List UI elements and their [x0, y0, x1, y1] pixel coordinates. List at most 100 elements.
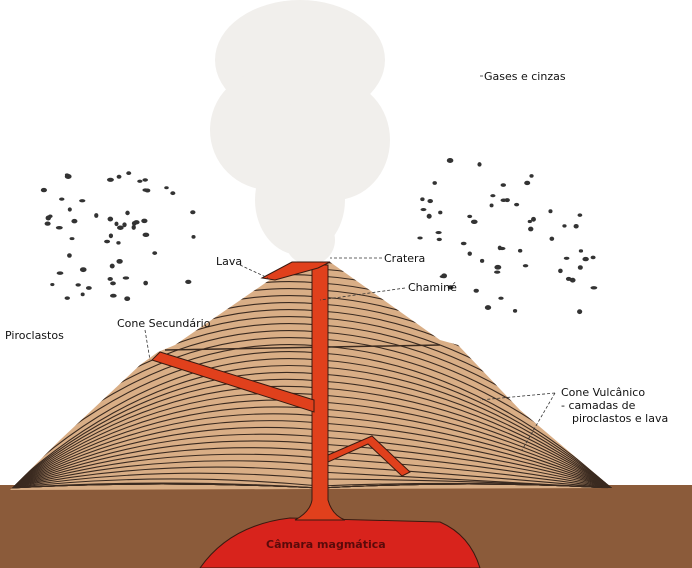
pyroclast [577, 309, 583, 315]
pyroclast [484, 305, 492, 311]
label-volcanic-cone-desc2: piroclastos e lava [572, 412, 669, 425]
pyroclast [191, 234, 196, 239]
pyroclast [573, 223, 579, 229]
pyroclast [142, 232, 150, 238]
pyroclast [69, 237, 75, 241]
pyroclast [441, 273, 448, 279]
label-lava: Lava [216, 255, 243, 268]
lava-dike [327, 435, 411, 477]
pyroclast [447, 285, 454, 290]
label-chimney: Chaminé [408, 281, 457, 294]
pyroclast [578, 249, 584, 253]
label-pyroclasts: Piroclastos [5, 329, 64, 342]
pyroclast [460, 241, 467, 246]
smoke-cloud [210, 0, 390, 265]
pyroclast [164, 186, 169, 190]
pyroclast [104, 239, 111, 244]
pyroclast [438, 210, 443, 215]
magma-chamber [199, 517, 481, 568]
pyroclast [435, 230, 442, 235]
pyroclast [110, 293, 117, 298]
pyroclast [524, 180, 531, 186]
pyroclast [185, 279, 192, 284]
pyroclast [420, 197, 425, 202]
pyroclast [55, 226, 63, 230]
pyroclast [126, 171, 132, 175]
leader-lines [144, 75, 556, 451]
pyroclast [117, 225, 124, 230]
pyroclast [44, 221, 51, 226]
pyroclast [79, 199, 86, 203]
pyroclast [85, 286, 92, 290]
pyroclast [108, 233, 114, 239]
pyroclast [50, 282, 55, 287]
pyroclast [473, 288, 479, 293]
pyroclast [494, 270, 501, 274]
pyroclast [56, 271, 64, 275]
pyroclast [125, 210, 130, 216]
pyroclast [558, 268, 563, 274]
pyroclast [527, 219, 532, 224]
pyroclast [107, 277, 113, 281]
pyroclast [500, 198, 507, 202]
pyroclast-particles [40, 157, 598, 315]
pyroclast [512, 309, 518, 313]
pyroclast [427, 199, 433, 204]
pyroclast [522, 264, 529, 268]
pyroclast [489, 203, 494, 208]
pyroclast [577, 265, 583, 270]
pyroclast [94, 213, 99, 218]
pyroclast [436, 237, 442, 242]
pyroclast [141, 218, 148, 224]
pyroclast [133, 220, 140, 225]
pyroclast [514, 202, 520, 207]
pyroclast [528, 226, 534, 232]
pyroclast [497, 245, 502, 251]
lava-flow [260, 261, 331, 281]
pyroclast [190, 210, 196, 215]
pyroclast [426, 213, 432, 219]
pyroclast [494, 264, 502, 270]
pyroclast [170, 191, 176, 196]
pyroclast [116, 258, 123, 264]
pyroclast [131, 224, 136, 230]
label-volcanic-cone: Cone Vulcânico [561, 386, 646, 399]
pyroclast [124, 296, 131, 302]
pyroclast [562, 224, 567, 228]
pyroclast [67, 253, 72, 258]
pyroclast [122, 276, 130, 280]
pyroclast [142, 188, 149, 192]
pyroclast [106, 177, 114, 182]
pyroclast [109, 263, 115, 269]
pyroclast [490, 194, 496, 198]
label-crater: Cratera [384, 252, 426, 265]
pyroclast [107, 216, 114, 222]
label-volcanic-cone-desc1: - camadas de [561, 399, 636, 412]
pyroclast [446, 157, 454, 163]
pyroclast [64, 173, 70, 177]
pyroclast [417, 236, 423, 240]
pyroclast [479, 258, 485, 263]
pyroclast [152, 251, 158, 255]
pyroclast [582, 256, 589, 262]
pyroclast [477, 162, 482, 167]
upper-cone-edge [164, 344, 441, 351]
pyroclast [517, 248, 523, 253]
pyroclast [470, 219, 478, 224]
pyroclast [569, 277, 576, 283]
pyroclast [531, 216, 536, 222]
pyroclast [563, 256, 570, 260]
pyroclast [549, 236, 555, 241]
pyroclast [75, 283, 81, 287]
pyroclast [59, 197, 65, 201]
pyroclast [143, 280, 148, 286]
pyroclast [529, 174, 534, 178]
pyroclast [80, 292, 85, 297]
pyroclast [548, 209, 553, 214]
pyroclast [122, 222, 127, 228]
pyroclast [110, 281, 116, 286]
volcanic-cone [10, 262, 612, 490]
pyroclast [467, 214, 473, 219]
pyroclast [590, 286, 598, 290]
pyroclast [590, 255, 596, 260]
